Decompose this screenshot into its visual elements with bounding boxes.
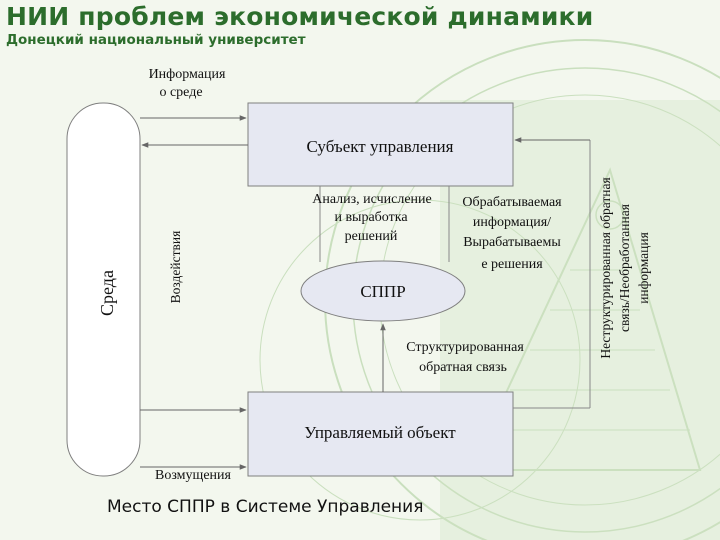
disturbances-label: Возмущения [155,468,232,483]
analysis-label-line2: и выработка [334,210,408,225]
slide-caption: Место СППР в Системе Управления [107,497,424,517]
header-title: НИИ проблем экономической динамики [6,2,594,31]
env-info-label-line1: Информация [149,67,226,82]
unstructured-feedback-label-line1: Неструктурированная обратная [598,177,613,358]
processed-info-label-line4: е решения [481,257,543,272]
analysis-label-line1: Анализ, исчисление [312,192,432,207]
environment-label: Среда [97,270,117,316]
environment-label-bg [92,262,120,322]
processed-info-label-line2: информация/ [473,215,551,230]
dss-label: СППР [360,282,405,301]
structured-feedback-label-line1: Структурированная [406,340,524,355]
subject-box-label: Субъект управления [307,137,454,156]
analysis-label-line3: решений [345,229,398,244]
env-info-label-line2: о среде [159,85,202,100]
processed-info-label-line3: Вырабатываемы [463,235,561,250]
object-box [247,391,514,477]
structured-feedback-label-line2: обратная связь [419,360,507,375]
object-box-label: Управляемый объект [304,423,456,442]
processed-info-label-line1: Обрабатываемая [462,195,562,210]
impacts-label: Воздействия [168,231,183,304]
dss-ellipse [300,260,466,322]
unstructured-feedback-label-line2: связь/Необработанная [617,204,632,332]
header-subtitle: Донецкий национальный университет [6,32,306,48]
subject-box [247,102,514,187]
unstructured-feedback-label-line3: информация [636,232,651,304]
